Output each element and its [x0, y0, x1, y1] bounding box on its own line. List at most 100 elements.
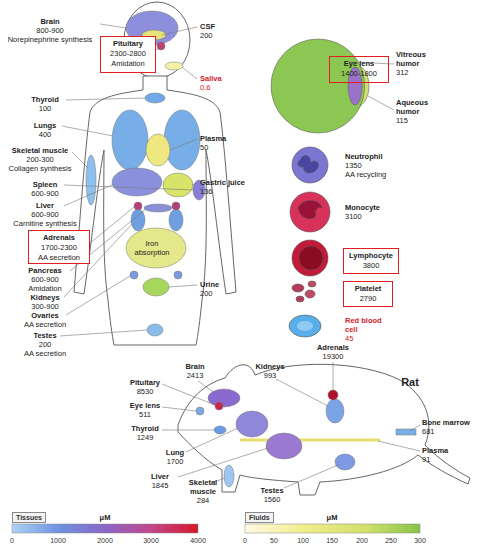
scale-tick: 150 [326, 536, 338, 545]
annotation-label: 993 [264, 371, 277, 380]
leader-line-part [162, 27, 197, 35]
annotation-label: μM [100, 513, 111, 522]
annotation-label: Saliva [200, 74, 222, 83]
blood-cells-part [292, 147, 328, 183]
legend-gradient [12, 524, 420, 533]
annotation-label: μM [327, 513, 338, 522]
leader-line-part [170, 139, 197, 150]
box-text: 3800 [344, 261, 398, 271]
eye-illustration [271, 39, 369, 133]
annotation-label: Aqueous [396, 98, 428, 107]
leader-line-part [90, 207, 134, 243]
scale-tick: 0 [10, 536, 14, 545]
annotation-label: Pancreas [28, 266, 61, 275]
annotation-label: 200-300 [26, 155, 54, 164]
annotation-label: Collagen synthesis [9, 164, 72, 173]
annotation-label: AA secretion [24, 320, 66, 329]
box-text: 2790 [344, 294, 392, 304]
human-organs-part [130, 271, 138, 279]
blood-cells-part [297, 321, 313, 331]
human-organs-part [157, 42, 165, 50]
legend-label: Fluids [245, 512, 274, 523]
rat-organs-part [196, 407, 204, 415]
human-organs-part [147, 324, 163, 336]
annotation-label: 100 [39, 104, 52, 113]
annotation-label: 1249 [137, 433, 154, 442]
annotation-label: Carnitine synthesis [13, 219, 76, 228]
legend-label: Tissues [12, 512, 46, 523]
box-text: 1400-1800 [330, 69, 388, 79]
scale-tick: 3000 [143, 536, 159, 545]
blood-cells-part [290, 192, 330, 232]
rat-organs-part [266, 433, 302, 459]
annotation-label: 115 [396, 116, 408, 125]
rat-organs-part [326, 399, 344, 423]
box-text: Lymphocyte [344, 251, 398, 261]
highlight-box: Pituitary2300-2800Amidation [100, 36, 156, 73]
leader-line-part [64, 185, 194, 190]
leader-line-part [198, 381, 216, 394]
human-organs-part [146, 134, 170, 166]
leader-line-part [192, 183, 197, 185]
human-organs-part [164, 110, 200, 170]
rat-organs-part [328, 390, 338, 400]
blood-cells-part [305, 290, 315, 298]
scale-tick: 250 [385, 536, 397, 545]
leader-line [162, 362, 420, 488]
box-text: 1700-2300 [29, 243, 89, 253]
human-organs-part [172, 202, 180, 210]
blood-cells-part [292, 284, 304, 292]
leader-line-part [66, 98, 145, 100]
annotation-label: Ovaries [31, 311, 59, 320]
leader-line-part [100, 24, 126, 28]
rat-organs-part [396, 429, 416, 435]
blood-cells-part [289, 315, 321, 337]
annotation-label: Kidneys [30, 293, 59, 302]
box-text: Eye lens [330, 59, 388, 69]
annotation-label: Lung [166, 448, 184, 457]
annotation-label: Pituitary [130, 378, 160, 387]
annotation-label: Eye lens [130, 401, 160, 410]
box-text: Pituitary [101, 39, 155, 49]
human-organs-part [143, 278, 169, 296]
rat-organs-part [215, 402, 223, 410]
annotation-label: Monocyte [345, 203, 380, 212]
annotation-label: 1560 [264, 495, 281, 504]
rat-organs [196, 389, 416, 487]
annotation-label: 511 [139, 410, 151, 419]
annotation-label: Plasma [422, 446, 448, 455]
annotation-label: humor [396, 107, 419, 116]
annotation-label: Urine [200, 280, 219, 289]
leader-line-part [333, 362, 334, 390]
human-organs [86, 11, 205, 336]
annotation-label: 3100 [345, 212, 362, 221]
annotation-label: 1700 [167, 457, 184, 466]
annotation-label: 312 [396, 68, 409, 77]
scale-tick: 100 [297, 536, 309, 545]
human-organs-part [112, 168, 162, 196]
box-text: Platelet [344, 284, 392, 294]
human-organs-part [165, 62, 183, 70]
rat-outline [178, 364, 470, 495]
leader-line-part [62, 126, 113, 136]
human-outline [74, 2, 236, 345]
blood-cells-part [308, 281, 316, 287]
annotation-label: Liver [36, 201, 54, 210]
annotation-label: AA recycling [345, 170, 386, 179]
leader-line [60, 24, 197, 336]
highlight-box: Adrenals1700-2300AA secretion [28, 230, 90, 264]
annotation-label: Skeletal muscle [12, 146, 68, 155]
human-organs-part [144, 204, 172, 212]
annotation-label: muscle [190, 487, 216, 496]
leader-line-part [186, 428, 238, 452]
annotation-label: 91 [422, 455, 430, 464]
scale-tick: 0 [243, 536, 247, 545]
annotation-label: Red blood [345, 316, 382, 325]
scale-tick: 200 [356, 536, 368, 545]
blood-cells-part [298, 201, 322, 219]
annotation-label: cell [345, 325, 358, 334]
annotation-label: AA secretion [24, 349, 66, 358]
annotation-label: Testes [33, 331, 56, 340]
